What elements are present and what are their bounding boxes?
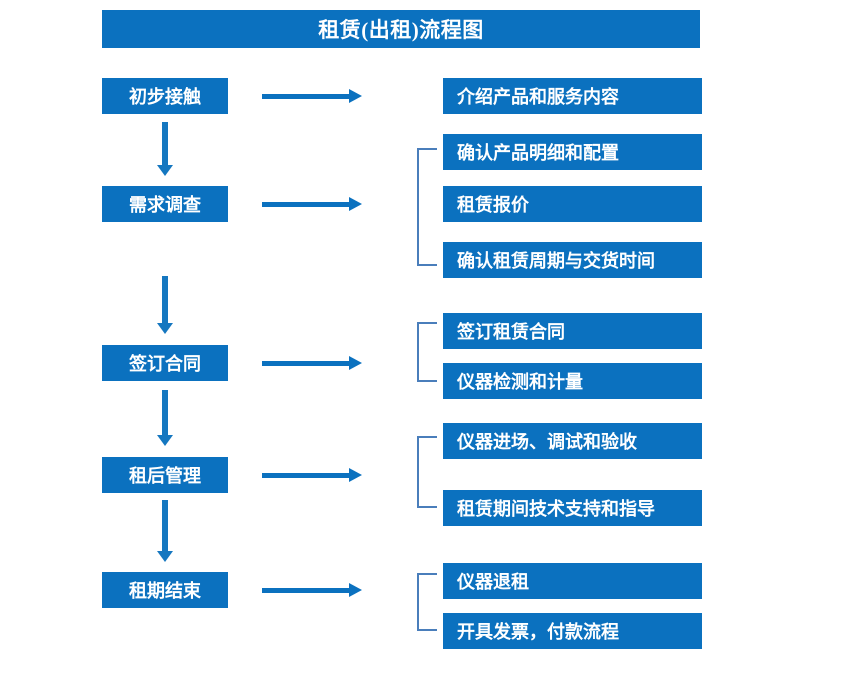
group-bracket-5 [417,573,437,631]
arrow-shaft [162,500,168,551]
detail-box-4[interactable]: 确认租赁周期与交货时间 [443,242,702,278]
stage-box-3[interactable]: 签订合同 [102,345,228,381]
link-arrow-right-1 [262,89,362,103]
arrow-head [349,583,362,597]
arrow-shaft [262,94,350,99]
link-arrow-right-2 [262,197,362,211]
link-arrow-right-4 [262,468,362,482]
arrow-shaft [162,122,168,165]
arrow-head [157,551,173,562]
detail-box-1[interactable]: 介绍产品和服务内容 [443,78,702,114]
arrow-shaft [262,202,350,207]
arrow-shaft [162,276,168,323]
detail-box-10[interactable]: 开具发票，付款流程 [443,613,702,649]
flow-arrow-down-4 [157,500,173,562]
arrow-shaft [262,588,350,593]
group-bracket-3 [417,322,437,382]
flow-arrow-down-1 [157,122,173,176]
group-bracket-4 [417,436,437,508]
detail-box-9[interactable]: 仪器退租 [443,563,702,599]
stage-box-4[interactable]: 租后管理 [102,457,228,493]
arrow-shaft [262,473,350,478]
arrow-head [349,89,362,103]
arrow-head [157,165,173,176]
stage-box-1[interactable]: 初步接触 [102,78,228,114]
detail-box-2[interactable]: 确认产品明细和配置 [443,134,702,170]
stage-box-2[interactable]: 需求调查 [102,186,228,222]
detail-box-6[interactable]: 仪器检测和计量 [443,363,702,399]
arrow-shaft [162,390,168,435]
detail-box-3[interactable]: 租赁报价 [443,186,702,222]
arrow-head [157,435,173,446]
link-arrow-right-3 [262,356,362,370]
link-arrow-right-5 [262,583,362,597]
arrow-head [349,356,362,370]
group-bracket-2 [417,148,437,266]
arrow-head [157,323,173,334]
flow-arrow-down-3 [157,390,173,446]
detail-box-5[interactable]: 签订租赁合同 [443,313,702,349]
arrow-shaft [262,361,350,366]
stage-box-5[interactable]: 租期结束 [102,572,228,608]
arrow-head [349,468,362,482]
detail-box-7[interactable]: 仪器进场、调试和验收 [443,423,702,459]
detail-box-8[interactable]: 租赁期间技术支持和指导 [443,490,702,526]
chart-title: 租赁(出租)流程图 [102,10,700,48]
flow-arrow-down-2 [157,276,173,334]
arrow-head [349,197,362,211]
